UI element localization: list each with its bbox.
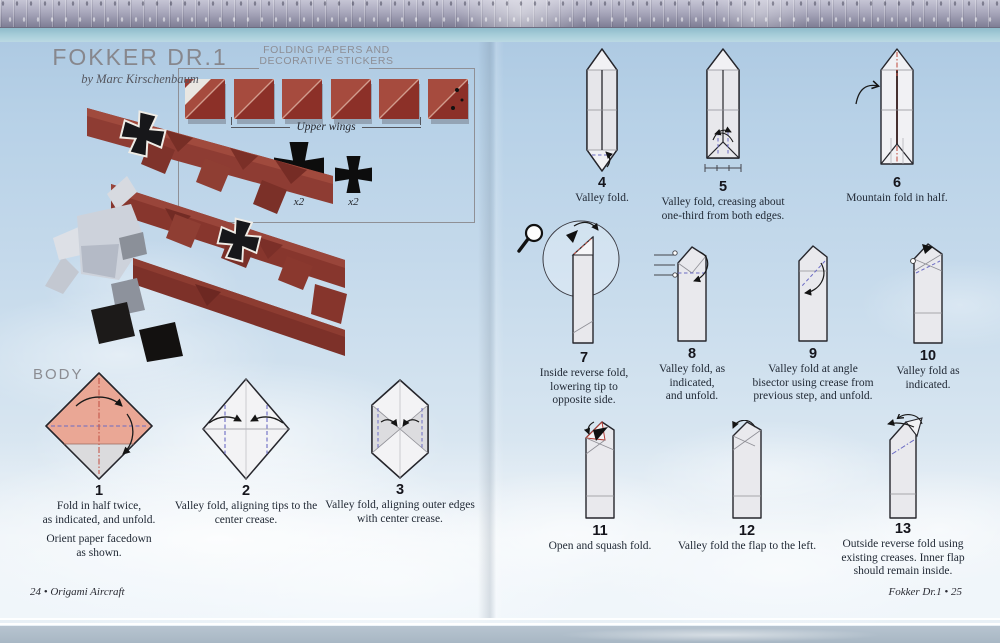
propeller-blade	[107, 176, 137, 210]
step-caption: Valley fold.	[575, 192, 629, 204]
step-2-diagram	[202, 378, 290, 480]
step-10-diagram	[910, 243, 943, 344]
upper-wings-label: Upper wings	[296, 121, 356, 133]
step-2: 2 Valley fold, aligning tips to the cent…	[156, 376, 336, 527]
bracket-line	[231, 126, 291, 128]
author-byline: by Marc Kirschenbaum	[81, 72, 199, 86]
step-3-diagram	[371, 379, 429, 479]
step-number: 8	[687, 346, 697, 362]
step-caption: Mountain fold in half.	[846, 192, 948, 204]
folding-paper-squares	[179, 78, 474, 124]
step-11: 11 Open and squash fold.	[520, 420, 680, 554]
panel-title: FOLDING PAPERS AND DECORATIVE STICKERS	[179, 45, 474, 67]
folding-paper-square	[378, 78, 421, 124]
step-7: 7 Inside reverse fold, lowering tip to o…	[504, 215, 664, 408]
step-number: 4	[597, 175, 607, 191]
step-8-diagram	[654, 246, 709, 342]
step-caption: Open and squash fold.	[548, 540, 652, 552]
step-number: 5	[718, 179, 728, 195]
step-9: 9 Valley fold at angle bisector using cr…	[723, 243, 903, 404]
cross-small-count: x2	[348, 196, 359, 208]
step-caption: Valley fold at angle bisector using crea…	[752, 363, 874, 402]
wheel	[91, 302, 135, 344]
step-number: 9	[808, 346, 818, 362]
magnifier-icon	[517, 223, 544, 253]
folding-paper-square	[233, 78, 275, 124]
folding-paper-square	[427, 78, 469, 124]
step-number: 11	[592, 523, 608, 539]
cross-sticker-small	[335, 156, 372, 193]
step-caption: Valley fold, creasing about one-third fr…	[661, 196, 785, 222]
step-1: 1 Fold in half twice, as indicated, and …	[19, 370, 179, 560]
folding-papers-panel: FOLDING PAPERS AND DECORATIVE STICKERS	[178, 45, 475, 223]
step-11-diagram	[583, 420, 615, 519]
step-6: 6 Mountain fold in half.	[817, 46, 977, 206]
step-13: 13 Outside reverse fold using existing c…	[813, 414, 993, 579]
step-number: 12	[738, 523, 756, 539]
metallic-header-band	[0, 0, 1000, 28]
fokker-triplane-photo	[45, 108, 347, 362]
step-9-diagram	[798, 245, 828, 342]
bottom-pinstripe	[0, 623, 1000, 625]
folding-paper-square	[330, 78, 372, 124]
bottom-band	[0, 626, 1000, 643]
rivet-texture	[0, 0, 1000, 27]
teal-accent-strip	[0, 28, 1000, 42]
folding-paper-square	[184, 78, 226, 124]
wing-cross-marking	[119, 110, 167, 158]
step-13-diagram	[887, 414, 923, 519]
step-caption: Fold in half twice, as indicated, and un…	[42, 500, 156, 526]
step-caption: Valley fold as indicated.	[896, 365, 960, 391]
step-number: 10	[919, 348, 937, 364]
step-5-diagram	[704, 48, 742, 172]
cloud-veil	[0, 438, 1000, 618]
panel-title-line2: DECORATIVE STICKERS	[259, 55, 394, 67]
page-title: FOKKER DR.1	[52, 44, 228, 70]
step-caption: Inside reverse fold, lowering tip to opp…	[539, 367, 629, 406]
panel-title-line1: FOLDING PAPERS AND	[263, 44, 390, 56]
step-caption: Valley fold, aligning tips to the center…	[174, 500, 318, 526]
step-12-diagram	[732, 420, 762, 519]
step-10: 10 Valley fold as indicated.	[848, 241, 1000, 392]
cross-large-count: x2	[293, 196, 305, 208]
step-8: 8 Valley fold, as indicated, and unfold.	[612, 243, 772, 404]
step-3: 3 Valley fold, aligning outer edges with…	[310, 377, 490, 526]
cloud	[560, 628, 880, 642]
step-4-diagram	[586, 48, 618, 172]
step-caption: Outside reverse fold using existing crea…	[841, 538, 965, 577]
upper-wings-bracket: Upper wings	[231, 117, 422, 135]
bracket-line	[361, 126, 422, 128]
step-number: 1	[94, 483, 104, 499]
footer-left-page: 24 • Origami Aircraft	[30, 586, 125, 598]
step-1-diagram	[45, 372, 153, 480]
bracket-tick	[420, 117, 421, 125]
wheel	[139, 322, 183, 362]
step-6-diagram	[855, 48, 914, 165]
footer-right-page: Fokker Dr.1 • 25	[888, 586, 962, 598]
step-number: 6	[892, 175, 902, 191]
wing-cross-marking	[216, 217, 262, 263]
section-header-body: BODY	[33, 366, 84, 383]
bracket-tick	[231, 117, 232, 125]
folding-paper-square	[281, 78, 324, 124]
step-5: 5 Valley fold, creasing about one-third …	[638, 46, 808, 223]
step-7-diagram	[517, 220, 620, 344]
propeller-blade	[45, 256, 79, 294]
step-caption: Valley fold, as indicated, and unfold.	[658, 363, 726, 402]
step-4: 4 Valley fold.	[532, 46, 672, 206]
step-number: 7	[579, 350, 589, 366]
step-number: 2	[241, 483, 251, 499]
step-note: Orient paper facedown as shown.	[46, 533, 152, 559]
step-number: 13	[894, 521, 912, 537]
step-caption: Valley fold, aligning outer edges with c…	[325, 499, 475, 525]
step-caption: Valley fold the flap to the left.	[677, 540, 817, 552]
page-gutter-shadow	[478, 40, 504, 618]
step-number: 3	[395, 482, 405, 498]
step-12: 12 Valley fold the flap to the left.	[652, 420, 842, 554]
bottom-pinstripe	[0, 618, 1000, 620]
